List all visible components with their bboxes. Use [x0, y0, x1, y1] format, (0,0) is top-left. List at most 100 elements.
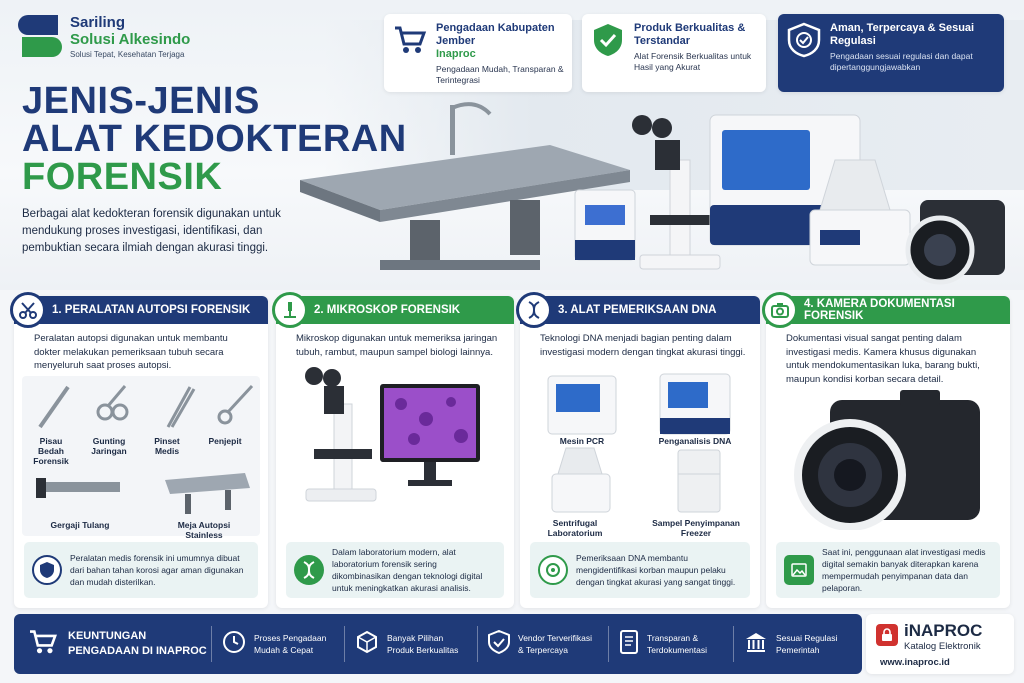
section-title: 1. PERALATAN AUTOPSI FORENSIK — [52, 304, 251, 316]
card-highlight: Inaproc — [436, 48, 476, 60]
section-header: 2. MIKROSKOP FORENSIK — [276, 296, 514, 324]
tool-label: Sentrifugal Laboratorium — [547, 518, 603, 538]
card-title: Aman, Terpercaya & Sesuai Regulasi — [830, 22, 975, 47]
section-note: Dalam laboratorium modern, alat laborato… — [286, 542, 504, 598]
autopsy-tools-images-2 — [36, 473, 250, 514]
note-text: Peralatan medis forensik ini umumnya dib… — [70, 553, 244, 587]
camera-image — [905, 200, 1005, 285]
tool-label: Pisau Bedah Forensik — [33, 436, 69, 466]
title-line2: ALAT KEDOKTERAN — [22, 118, 407, 160]
tool-label: Penganalisis DNA — [658, 436, 732, 446]
card-title: Produk Berkualitas & Terstandar — [634, 22, 746, 47]
section-header: 4. KAMERA DOKUMENTASI FORENSIK — [766, 296, 1010, 324]
cart-icon — [28, 629, 58, 660]
badge-check-icon — [786, 22, 822, 58]
benefit-text: Proses Pengadaan Mudah & Cepat — [254, 633, 327, 655]
section-dna: 3. ALAT PEMERIKSAAN DNA Teknologi DNA me… — [516, 292, 760, 608]
section-note: Peralatan medis forensik ini umumnya dib… — [24, 542, 258, 598]
cart-icon — [392, 22, 428, 58]
card-text: Alat Forensik Berkualitas untuk Hasil ya… — [634, 51, 752, 72]
section-note: Pemeriksaan DNA membantu mengidentifikas… — [530, 542, 750, 598]
note-text: Pemeriksaan DNA membantu mengidentifikas… — [576, 553, 736, 587]
tool-label: Sampel Penyimpanan Freezer — [652, 518, 740, 538]
benefit-item: Sesuai Regulasi Pemerintah — [733, 626, 862, 662]
benefit-item: Proses Pengadaan Mudah & Cepat — [211, 626, 344, 662]
microscope-monitor-image — [305, 367, 480, 502]
lock-icon — [876, 624, 898, 646]
camera-icon — [762, 292, 798, 328]
forensic-equipment-illustration — [300, 102, 1005, 285]
shield-check-icon — [590, 22, 626, 58]
benefit-item: Transparan & Terdokumentasi — [608, 626, 733, 662]
inaproc-name: iNAPROC — [904, 621, 983, 640]
section-title: 4. KAMERA DOKUMENTASI FORENSIK — [804, 298, 955, 322]
card-aman-terpercaya[interactable]: Aman, Terpercaya & Sesuai Regulasi Penga… — [778, 14, 1004, 92]
card-text: Pengadaan Mudah, Transparan & Terintegra… — [436, 64, 564, 85]
logo-mark-icon — [18, 14, 62, 59]
brand-logo[interactable]: Sariling Solusi Alkesindo Solusi Tepat, … — [18, 14, 190, 59]
note-text: Saat ini, penggunaan alat investigasi me… — [822, 547, 986, 593]
section-description: Dokumentasi visual sangat penting dalam … — [786, 333, 980, 385]
pcr-machine-image — [574, 189, 636, 261]
section-title: 2. MIKROSKOP FORENSIK — [314, 304, 461, 316]
brand-name-line1: Sariling — [70, 14, 126, 31]
inaproc-logo-card[interactable]: iNAPROC Katalog Elektronik www.inaproc.i… — [866, 614, 1014, 674]
section-title: 3. ALAT PEMERIKSAAN DNA — [558, 304, 717, 316]
card-text: Pengadaan sesuai regulasi dan dapat dipe… — [830, 51, 973, 72]
card-title: Pengadaan Kabupaten Jember — [436, 22, 555, 47]
dna-icon — [516, 292, 552, 328]
section-header: 1. PERALATAN AUTOPSI FORENSIK — [14, 296, 268, 324]
scissors-icon — [10, 292, 46, 328]
inaproc-sub: Katalog Elektronik — [904, 641, 981, 652]
brand-tagline: Solusi Tepat, Kesehatan Terjaga — [70, 50, 185, 59]
benefits-footer: KEUNTUNGAN PENGADAAN DI INAPROC Proses P… — [14, 614, 862, 674]
benefit-item: Vendor Terverifikasi & Terpercaya — [477, 626, 608, 662]
hero-banner: Sariling Solusi Alkesindo Solusi Tepat, … — [0, 0, 1024, 290]
microscope-image — [632, 115, 721, 270]
benefit-text: Vendor Terverifikasi & Terpercaya — [518, 633, 593, 655]
image-icon — [784, 555, 814, 585]
autopsy-tools-images — [38, 384, 254, 429]
title-line3: FORENSIK — [22, 156, 223, 198]
tool-label: Pinset Medis — [154, 436, 180, 456]
shield-icon — [32, 555, 62, 585]
section-description: Mikroskop digunakan untuk memeriksa jari… — [296, 333, 498, 358]
footer-title: KEUNTUNGAN PENGADAAN DI INAPROC — [68, 630, 207, 657]
section-note: Saat ini, penggunaan alat investigasi me… — [776, 542, 1000, 598]
note-text: Dalam laboratorium modern, alat laborato… — [332, 547, 483, 593]
tool-label: Mesin PCR — [559, 436, 605, 446]
tools-panel — [22, 376, 260, 536]
forensic-camera-image — [794, 390, 980, 530]
inaproc-url[interactable]: www.inaproc.id — [880, 657, 950, 668]
section-microscope: 2. MIKROSKOP FORENSIK Mikroskop digunaka… — [272, 292, 514, 608]
benefit-text: Banyak Pilihan Produk Berkualitas — [387, 633, 459, 655]
page-subtitle: Berbagai alat kedokteran forensik diguna… — [22, 208, 281, 254]
section-autopsy: 1. PERALATAN AUTOPSI FORENSIK Peralatan … — [10, 292, 268, 608]
tool-label: Gunting Jaringan — [91, 436, 127, 456]
brand-name-line2: Solusi Alkesindo — [70, 31, 191, 48]
dna-equipment-images — [547, 373, 731, 513]
section-camera: 4. KAMERA DOKUMENTASI FORENSIK Dokumenta… — [762, 292, 1010, 608]
title-line1: JENIS-JENIS — [22, 80, 260, 122]
shield-check-icon — [488, 629, 510, 659]
card-pengadaan-jember[interactable]: Pengadaan Kabupaten Jember Inaproc Penga… — [384, 14, 572, 92]
clock-icon — [222, 630, 246, 659]
target-icon — [538, 555, 568, 585]
benefit-item: Banyak Pilihan Produk Berkualitas — [344, 626, 477, 662]
page-title: JENIS-JENIS ALAT KEDOKTERAN FORENSIK — [22, 82, 407, 196]
microscope-icon — [272, 292, 308, 328]
tool-label: Penjepit — [208, 436, 242, 446]
dna-icon — [294, 555, 324, 585]
government-building-icon — [744, 630, 768, 659]
tool-label: Gergaji Tulang — [50, 520, 110, 530]
benefit-text: Sesuai Regulasi Pemerintah — [776, 633, 838, 655]
centrifuge-image — [809, 159, 911, 266]
benefit-text: Transparan & Terdokumentasi — [647, 633, 708, 655]
tool-label: Meja Autopsi Stainless — [177, 520, 231, 540]
autopsy-table-image — [300, 102, 630, 270]
document-icon — [619, 629, 639, 659]
section-header: 3. ALAT PEMERIKSAAN DNA — [520, 296, 760, 324]
section-description: Peralatan autopsi digunakan untuk memban… — [34, 333, 228, 371]
section-description: Teknologi DNA menjadi bagian penting dal… — [540, 333, 746, 358]
card-produk-berkualitas[interactable]: Produk Berkualitas & Terstandar Alat For… — [582, 14, 766, 92]
